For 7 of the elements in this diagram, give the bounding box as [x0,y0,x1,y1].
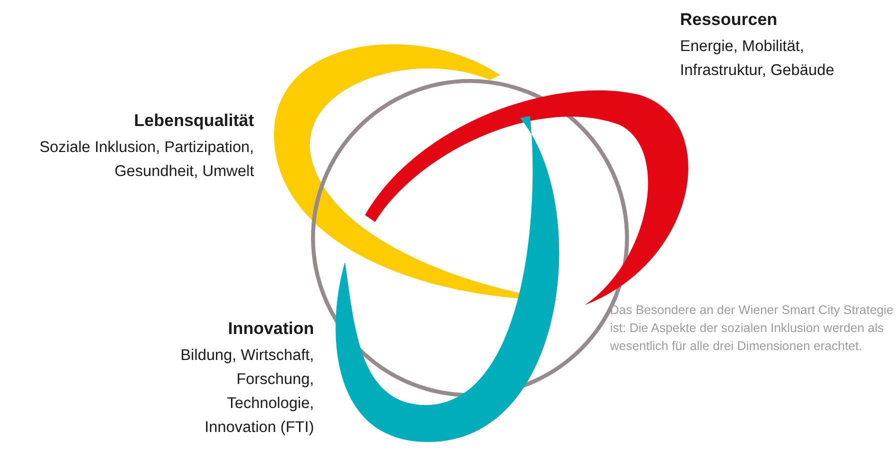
description-text: Soziale Inklusion, Partizipation, Gesundheit, Umwelt [38,138,254,182]
description-text: Bildung, Wirtschaft, Forschung, Technologie, Innovation (FTI) [179,346,314,438]
note-text: Das Besondere an der Wiener Smart City Strategie ist: Die Aspekte der sozialen Inklusion werden als wesentlich für alle drei Dimensionen erachtet. [610,302,894,355]
description-text: Energie, Mobilität, Infrastruktur, Gebäude [680,37,836,81]
heading: Innovation [228,318,314,340]
heading: Ressourcen [680,9,778,31]
heading: Lebensqualität [134,110,254,132]
